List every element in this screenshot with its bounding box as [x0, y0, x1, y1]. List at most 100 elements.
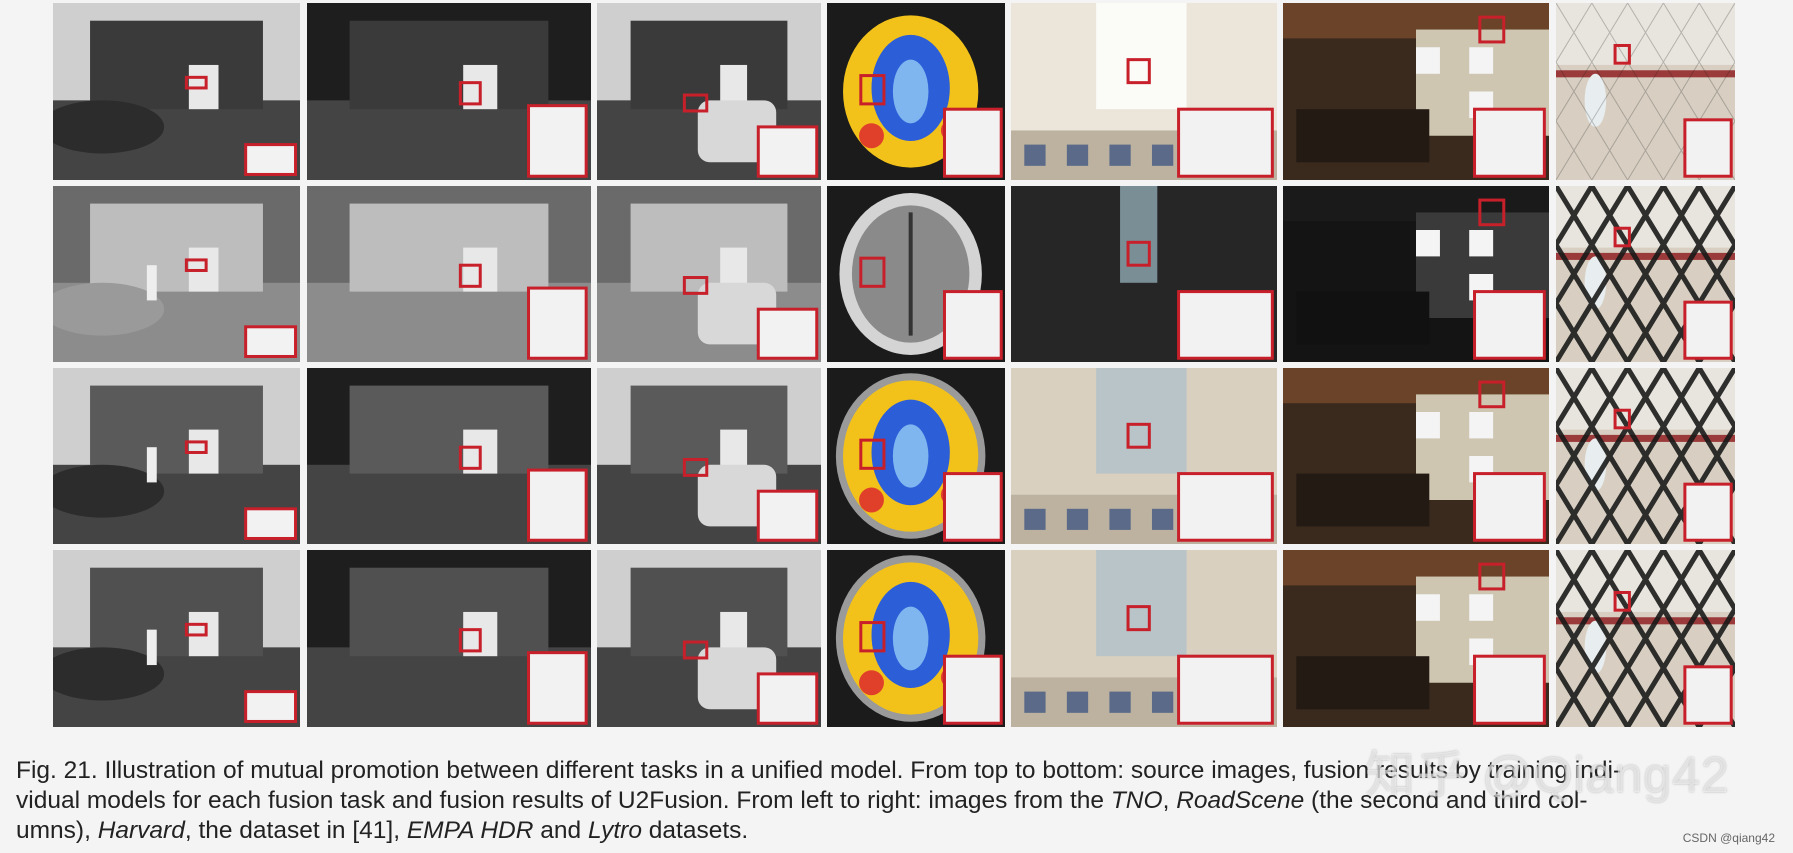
zoom-inset	[244, 507, 298, 540]
highlight-box	[859, 621, 886, 653]
zoom-inset	[1177, 290, 1274, 360]
image-tno-row-u2fusion	[53, 550, 300, 727]
image-lytro-row-source-a	[1556, 3, 1735, 180]
zoom-inset	[756, 672, 819, 725]
highlight-box	[1478, 380, 1506, 409]
image-empa-hdr-row-source-a	[1283, 3, 1549, 180]
highlight-box	[682, 640, 709, 660]
image-lytro-row-u2fusion	[1556, 550, 1735, 727]
zoom-inset	[1473, 290, 1546, 360]
zoom-inset	[1177, 107, 1274, 178]
highlight-box	[859, 438, 886, 470]
highlight-box	[1613, 43, 1631, 65]
highlight-box	[184, 75, 208, 90]
zoom-inset	[1683, 118, 1733, 178]
zoom-inset	[1683, 665, 1733, 725]
caption-text: Fig. 21. Illustration of mutual promotio…	[16, 757, 1622, 784]
highlight-box	[458, 81, 482, 106]
caption-text: datasets.	[641, 817, 749, 844]
image-tno-row-individual-models	[53, 368, 300, 544]
figure-caption: Fig. 21. Illustration of mutual promotio…	[16, 756, 1776, 846]
highlight-box	[682, 458, 709, 477]
dataset-name-empa-hdr: EMPA HDR	[406, 817, 534, 844]
image-tno-row-source-b	[53, 186, 300, 362]
caption-text: vidual models for each fusion task and f…	[16, 787, 1111, 814]
dataset-name-harvard: Harvard	[97, 817, 185, 844]
caption-line-3: umns), Harvard, the dataset in [41], EMP…	[16, 816, 1776, 846]
highlight-box	[184, 258, 208, 272]
image-roadscene-2-row-source-a	[597, 3, 821, 180]
highlight-box	[184, 440, 208, 454]
image-harvard-row-individual-models	[827, 368, 1005, 544]
zoom-inset	[1473, 654, 1546, 725]
highlight-box	[1478, 562, 1506, 591]
image-dataset-41-row-u2fusion	[1011, 550, 1277, 727]
zoom-inset	[527, 104, 588, 178]
zoom-inset	[1683, 482, 1733, 542]
highlight-box	[682, 93, 709, 113]
caption-text: , the dataset in [41],	[184, 817, 407, 844]
zoom-inset	[244, 325, 298, 358]
zoom-inset	[942, 107, 1003, 178]
highlight-box	[458, 628, 482, 653]
image-roadscene-2-row-source-b	[597, 186, 821, 362]
image-roadscene-1-row-source-b	[307, 186, 591, 362]
image-tno-row-source-a	[53, 3, 300, 180]
zoom-inset	[527, 651, 588, 725]
caption-line-2: vidual models for each fusion task and f…	[16, 786, 1776, 816]
image-roadscene-1-row-u2fusion	[307, 550, 591, 727]
highlight-box	[458, 445, 482, 470]
image-lytro-row-individual-models	[1556, 368, 1735, 544]
caption-text: and	[533, 817, 588, 844]
image-lytro-row-source-b	[1556, 186, 1735, 362]
zoom-inset	[1473, 107, 1546, 178]
highlight-box	[1613, 408, 1631, 430]
highlight-box	[1478, 198, 1506, 227]
image-roadscene-1-row-individual-models	[307, 368, 591, 544]
image-empa-hdr-row-individual-models	[1283, 368, 1549, 544]
image-dataset-41-row-source-b	[1011, 186, 1277, 362]
caption-text: ,	[1162, 787, 1177, 814]
highlight-box	[1126, 422, 1151, 449]
zoom-inset	[756, 125, 819, 178]
caption-text: umns),	[16, 817, 98, 844]
zoom-inset	[756, 489, 819, 542]
csdn-credit: CSDN @qiang42	[1682, 831, 1775, 845]
zhihu-watermark: 知乎 @Qiang42	[1365, 747, 1730, 803]
highlight-box	[682, 276, 709, 295]
zoom-inset	[1473, 472, 1546, 542]
zoom-inset	[244, 690, 298, 723]
image-roadscene-1-row-source-a	[307, 3, 591, 180]
dataset-name-tno: TNO	[1110, 787, 1163, 814]
image-harvard-row-u2fusion	[827, 550, 1005, 727]
zoom-inset	[942, 290, 1003, 360]
caption-line-1: Fig. 21. Illustration of mutual promotio…	[16, 756, 1776, 786]
image-dataset-41-row-individual-models	[1011, 368, 1277, 544]
highlight-box	[1478, 15, 1506, 44]
dataset-name-lytro: Lytro	[587, 817, 642, 844]
figure-grid	[53, 3, 1735, 727]
zoom-inset	[942, 654, 1003, 725]
image-harvard-row-source-b	[827, 186, 1005, 362]
highlight-box	[1126, 605, 1151, 632]
highlight-box	[184, 622, 208, 637]
zoom-inset	[942, 472, 1003, 542]
dataset-name-roadscene: RoadScene	[1176, 787, 1305, 814]
highlight-box	[1613, 226, 1631, 248]
image-empa-hdr-row-source-b	[1283, 186, 1549, 362]
image-dataset-41-row-source-a	[1011, 3, 1277, 180]
caption-text: (the second and third col-	[1304, 787, 1588, 814]
highlight-box	[1126, 58, 1151, 85]
image-roadscene-2-row-individual-models	[597, 368, 821, 544]
highlight-box	[1613, 590, 1631, 612]
zoom-inset	[244, 143, 298, 176]
highlight-box	[458, 263, 482, 288]
highlight-box	[1126, 240, 1151, 267]
zoom-inset	[527, 468, 588, 542]
image-harvard-row-source-a	[827, 3, 1005, 180]
image-empa-hdr-row-u2fusion	[1283, 550, 1549, 727]
highlight-box	[859, 256, 886, 288]
zoom-inset	[756, 307, 819, 360]
zoom-inset	[1177, 654, 1274, 725]
zoom-inset	[1683, 300, 1733, 360]
